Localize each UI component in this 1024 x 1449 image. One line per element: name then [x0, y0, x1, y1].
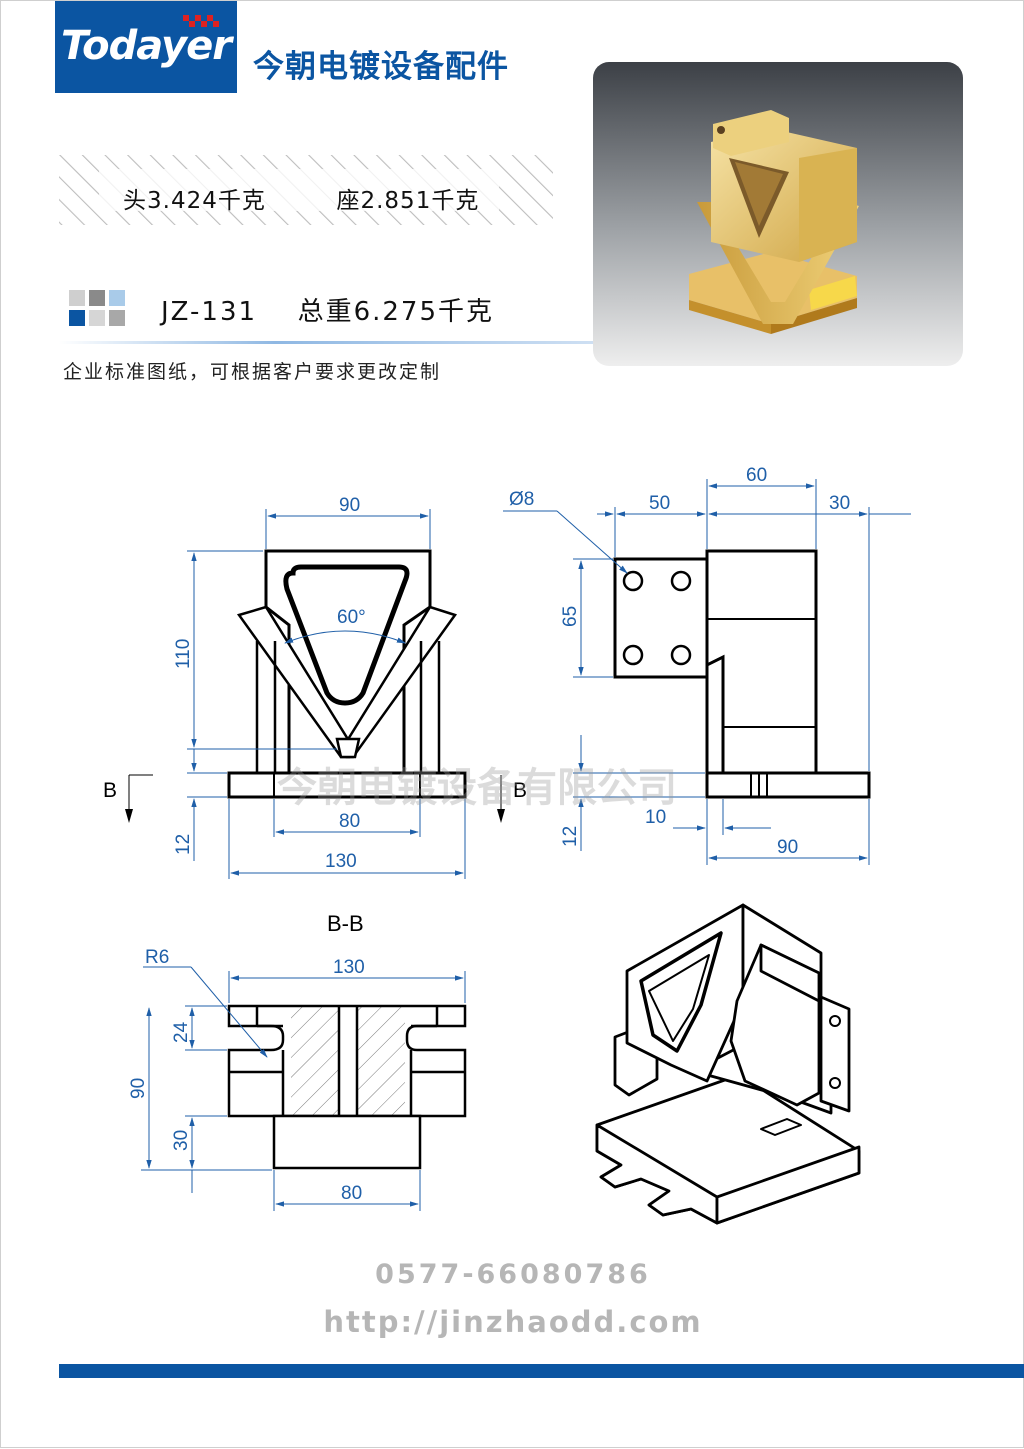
logo: Todayer: [55, 1, 237, 93]
blue-gradient-divider: [59, 341, 599, 344]
seat-weight: 座2.851千克: [336, 188, 480, 214]
bottom-bar: [59, 1364, 1024, 1378]
front-dim-width-top: 90: [339, 495, 360, 516]
model-code: JZ-131: [161, 297, 258, 327]
head-weight: 头3.424千克: [123, 188, 266, 214]
checker-flag-icon: [183, 15, 219, 27]
section-dim-width: 130: [333, 957, 365, 978]
section-dim-30: 30: [171, 1130, 192, 1151]
brand-name: 今朝电镀设备配件: [253, 49, 509, 85]
side-dim-30: 30: [829, 493, 850, 514]
model-line: JZ-131 总重6.275千克: [161, 291, 494, 328]
section-view: [227, 1004, 467, 1170]
side-dim-12: 12: [560, 826, 581, 847]
color-squares: [69, 290, 125, 326]
front-section-mark: B: [103, 774, 153, 823]
section-dim-90: 90: [128, 1078, 149, 1099]
hatched-banner: [59, 155, 553, 225]
front-dim-height: 110: [173, 639, 194, 669]
side-dim-50: 50: [649, 493, 670, 514]
watermark: 今朝电镀设备有限公司: [277, 766, 677, 810]
front-view: [227, 549, 467, 799]
side-section-mark: B: [497, 775, 527, 823]
front-dim-base-thick: 12: [173, 834, 194, 855]
side-dimensions: [503, 479, 911, 865]
total-weight: 总重6.275千克: [297, 297, 494, 327]
side-dim-65: 65: [560, 606, 581, 627]
section-dim-24: 24: [171, 1021, 192, 1043]
weights-line: 头3.424千克 座2.851千克: [123, 181, 479, 215]
front-dim-angle: 60°: [337, 607, 366, 628]
front-section-label: B: [103, 779, 117, 802]
website-url[interactable]: http://jinzhaodd.com: [323, 1305, 703, 1339]
section-dimension-labels: R6 130 24 90 30 80: [128, 947, 365, 1204]
isometric-view: [595, 903, 861, 1225]
customization-note: 企业标准图纸，可根据客户要求更改定制: [63, 361, 442, 383]
section-dim-radius: R6: [145, 947, 169, 968]
side-dim-10: 10: [645, 807, 666, 828]
front-dim-base-inner: 80: [339, 811, 360, 832]
front-dim-base-total: 130: [325, 851, 357, 872]
side-section-label: B: [513, 779, 527, 802]
front-dimensions: [187, 509, 466, 879]
product-photo: [593, 62, 963, 366]
side-dim-hole: Ø8: [509, 489, 534, 510]
section-dim-80: 80: [341, 1183, 362, 1204]
phone-number: 0577-66080786: [375, 1259, 651, 1290]
section-title: B-B: [327, 911, 364, 936]
side-dim-90: 90: [777, 837, 798, 858]
logo-text: Todayer: [61, 23, 232, 69]
front-dimension-labels: 90 110 60° 80 130 12: [173, 495, 366, 872]
section-dimensions: [141, 966, 466, 1211]
side-dim-60: 60: [746, 465, 767, 486]
side-view: [613, 549, 871, 799]
side-dimension-labels: Ø8 50 60 30 65 10 90 12: [509, 465, 850, 858]
